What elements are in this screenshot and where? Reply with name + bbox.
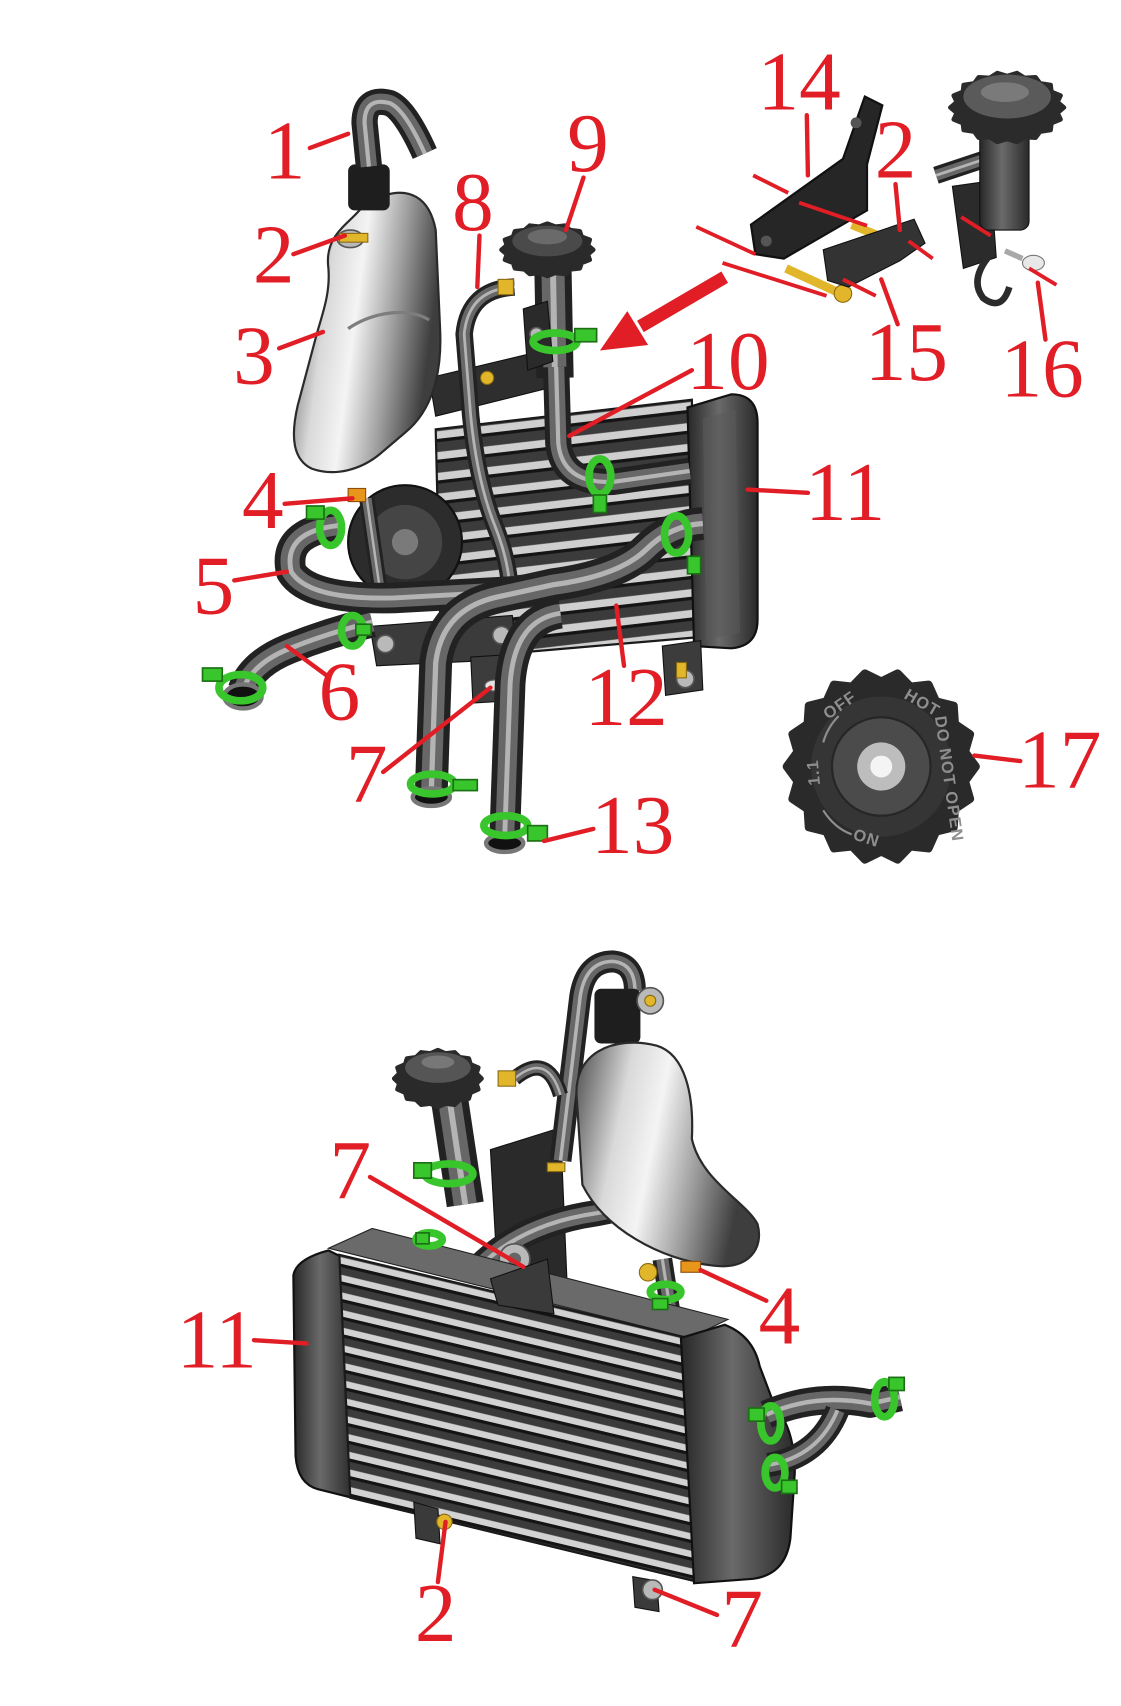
radiator-cap-17-detail: OFF HOT DO NOT OPEN 1.1 ON [782, 669, 980, 864]
radiator-cap [391, 1047, 484, 1110]
callout-7-lower: 7 [330, 1124, 372, 1216]
reserve-tank [575, 1041, 760, 1268]
callout-9: 9 [567, 97, 609, 189]
leader-line [276, 329, 326, 351]
upper-view: OFF HOT DO NOT OPEN 1.1 ON [201, 70, 1067, 864]
filler-neck [449, 1095, 465, 1204]
callout-12: 12 [585, 651, 668, 743]
assembly-direction-arrow [599, 271, 729, 351]
hose-clamp [761, 1453, 798, 1495]
hose-clamp [480, 811, 549, 842]
hose-clamp [406, 770, 479, 798]
leader-line [879, 277, 900, 327]
leader-line [282, 496, 355, 506]
radiator-end-tank [686, 393, 759, 650]
callout-7-lower-right: 7 [721, 1573, 763, 1665]
leader-line [804, 112, 811, 178]
callout-14: 14 [758, 36, 841, 128]
callout-17: 17 [1018, 713, 1101, 805]
lower-view [292, 961, 906, 1613]
leader-line [893, 181, 903, 233]
callout-4: 4 [242, 454, 284, 546]
leader-line [614, 603, 627, 668]
callout-16: 16 [1001, 322, 1084, 414]
hose-clamp [660, 511, 702, 575]
cap-marking-pressure: 1.1 [804, 759, 824, 787]
leader-line [307, 131, 351, 151]
hose-clamps [412, 1160, 906, 1495]
vent-hose-1 [348, 102, 425, 211]
leader-line [541, 826, 596, 844]
hose-clamp [747, 1402, 785, 1445]
reservoir-assembly [936, 70, 1067, 307]
hose-clamp [585, 455, 615, 514]
leader-line [652, 1587, 720, 1618]
callout-11-lower: 11 [177, 1294, 257, 1386]
callout-4-lower: 4 [759, 1269, 801, 1361]
leader-line [232, 569, 290, 583]
callout-3: 3 [233, 309, 275, 401]
hose-clamp [201, 667, 267, 705]
leader-line [972, 753, 1023, 764]
leader-line [367, 1174, 526, 1269]
exploded-view-lines [695, 173, 1058, 298]
overflow-hose [497, 1068, 560, 1095]
leader-line [251, 1337, 309, 1346]
leader-line [745, 487, 811, 496]
callout-5: 5 [193, 539, 235, 631]
callout-8: 8 [452, 156, 494, 248]
hose-clamps [201, 327, 702, 842]
hose-clamp [529, 327, 598, 355]
hose-clamp [870, 1376, 906, 1421]
leader-line [291, 233, 348, 257]
cap-arrow-icon [822, 809, 853, 836]
vent-hose [561, 961, 665, 1160]
callout-10: 10 [686, 315, 769, 407]
tank-outlet [638, 1259, 702, 1308]
hose-clamp [646, 1280, 685, 1311]
hose-clamp [337, 611, 372, 650]
radiator-right-mount [661, 639, 704, 696]
callout-15: 15 [865, 306, 948, 398]
leader-line [1035, 280, 1048, 342]
leader-line [435, 1519, 448, 1585]
callout-13: 13 [591, 779, 674, 871]
radiator-cap-9 [499, 221, 596, 279]
lower-callouts: 7 11 4 2 7 [177, 1124, 801, 1665]
callout-2-bracket: 2 [875, 104, 917, 196]
leader-line [380, 685, 493, 775]
leader-line [567, 368, 695, 439]
leader-line [563, 175, 586, 233]
cap-arrow-icon [822, 715, 840, 743]
leader-line [698, 1267, 769, 1303]
overflow-hose-8 [464, 279, 514, 596]
callout-7: 7 [346, 728, 388, 820]
hose-clamp [305, 505, 346, 550]
leader-line [475, 233, 482, 290]
callout-1: 1 [264, 105, 306, 197]
leader-line [284, 643, 331, 679]
callout-2: 2 [253, 209, 295, 301]
upper-callouts: 1 2 3 4 5 6 7 8 9 10 11 12 13 14 2 15 16… [193, 36, 1102, 871]
callout-11: 11 [805, 446, 885, 538]
radiator-bottom-mounts [413, 1501, 664, 1613]
radiator-end-tank-right [679, 1323, 796, 1585]
stay-15 [822, 218, 926, 288]
callout-6: 6 [319, 645, 361, 737]
callout-2-lower: 2 [415, 1567, 457, 1659]
bolt-16 [1003, 248, 1045, 272]
hose-clamp [412, 1160, 477, 1188]
hose-clamp [412, 1229, 447, 1250]
